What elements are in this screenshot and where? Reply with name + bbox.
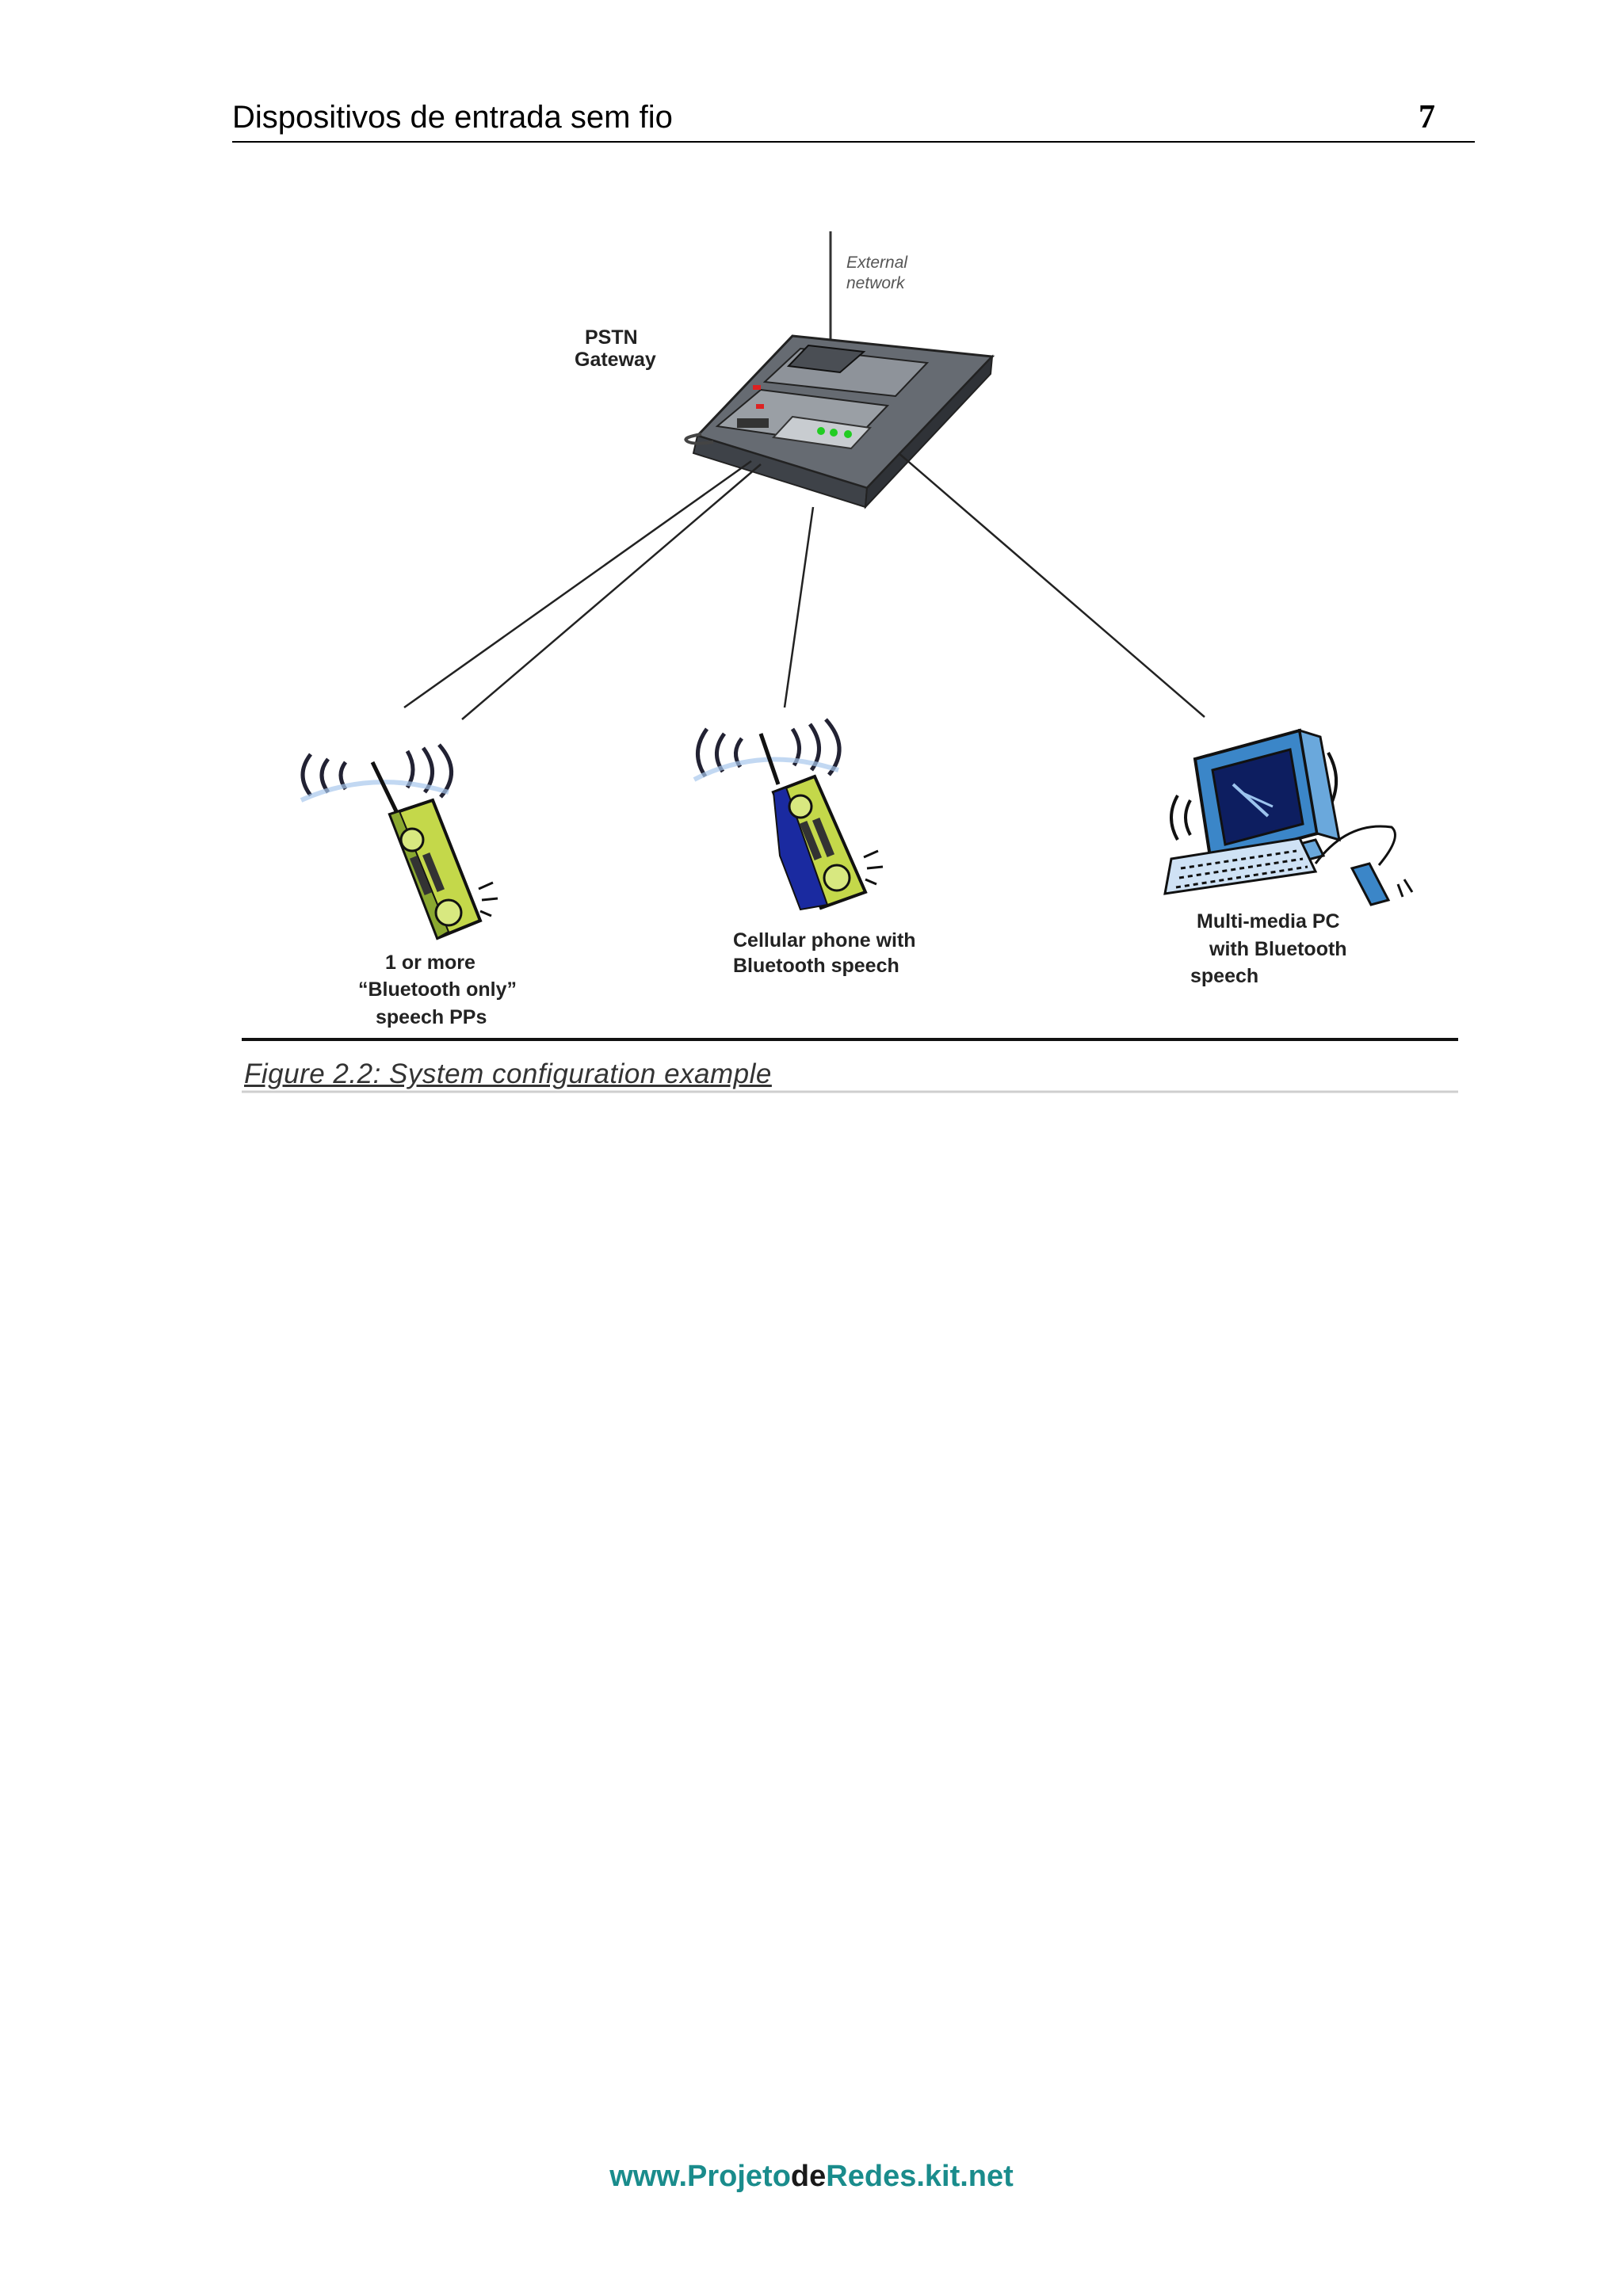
figure-caption: Figure 2.2: System configuration example	[244, 1058, 772, 1089]
footer-url[interactable]: www.ProjetodeRedes.kit.net	[0, 2160, 1623, 2194]
header-title: Dispositivos de entrada sem fio	[232, 100, 673, 135]
gateway-label-1: PSTN	[585, 326, 638, 349]
pc-label-3: speech	[1190, 965, 1258, 987]
page-number: 7	[1419, 99, 1435, 135]
footer-url-part1: www.Projeto	[609, 2160, 791, 2193]
link-gateway-pc	[898, 452, 1205, 718]
pc-label-1: Multi-media PC	[1197, 910, 1340, 933]
link-gateway-pp-1	[403, 460, 752, 709]
pp-label-3: speech PPs	[376, 1006, 487, 1028]
pp-label-1: 1 or more	[385, 952, 475, 974]
gateway-label-2: Gateway	[575, 349, 656, 371]
bluetooth-phone-icon	[300, 743, 498, 940]
footer-url-part3: Redes.kit.net	[826, 2160, 1014, 2193]
pstn-gateway-icon	[684, 334, 995, 509]
multimedia-pc-icon	[1163, 728, 1414, 906]
link-gateway-cellular	[783, 506, 815, 708]
cellular-label-2: Bluetooth speech	[733, 955, 899, 977]
footer-url-part2: de	[790, 2160, 827, 2193]
cellular-label-1: Cellular phone with	[733, 929, 916, 952]
external-network-label-1: External	[846, 254, 908, 272]
pp-label-2: “Bluetooth only”	[358, 978, 517, 1001]
link-gateway-pp-2	[461, 463, 762, 720]
system-configuration-figure: External network PSTN Gateway	[242, 231, 1458, 1093]
cellular-phone-icon	[693, 718, 884, 911]
pc-label-2: with Bluetooth	[1209, 938, 1347, 960]
page-header: Dispositivos de entrada sem fio 7	[232, 93, 1475, 143]
external-network-label-2: network	[846, 274, 906, 292]
